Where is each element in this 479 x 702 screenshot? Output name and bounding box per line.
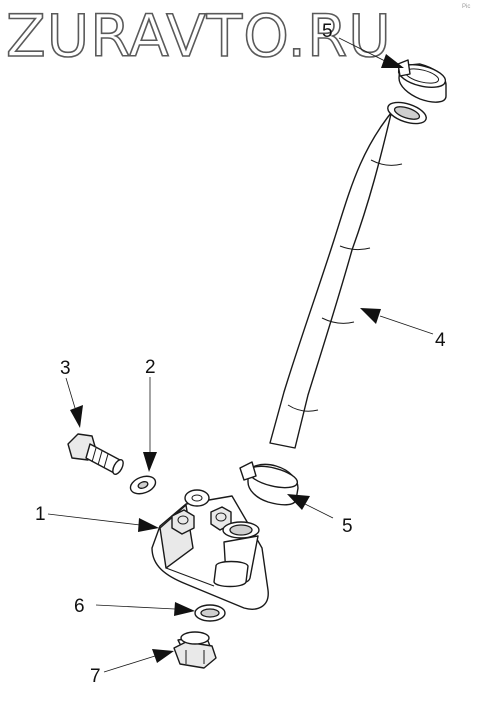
leader-7: [103, 655, 156, 673]
callout-5-top: 5: [322, 21, 333, 42]
corner-mark: Pic: [462, 4, 470, 10]
hose-clamp-lower-part-5: [239, 461, 299, 506]
leader-5-top: [338, 37, 386, 62]
sealing-ring-part-6: [194, 604, 226, 622]
watermark-text: ZURAVTO.RU: [6, 2, 392, 70]
bracket-part-1: [151, 489, 269, 610]
leader-4: [379, 315, 434, 335]
arrowhead-7: [152, 649, 174, 663]
leader-5-lower: [304, 503, 334, 519]
arrowhead-3: [70, 405, 83, 428]
washer-part-2: [129, 475, 157, 495]
leader-lines: [47, 37, 434, 673]
leader-3: [65, 377, 76, 409]
arrowhead-1: [138, 518, 159, 532]
hose-clamp-top-part-5: [397, 59, 447, 103]
callout-7: 7: [90, 666, 101, 687]
callout-6: 6: [74, 596, 85, 617]
callout-numbers: 5 4 5 2 3 1 6 7: [35, 21, 446, 687]
callout-5-lower: 5: [342, 516, 353, 537]
arrowhead-5-top: [381, 54, 404, 68]
arrowhead-5-lower: [287, 494, 310, 510]
arrowhead-6: [174, 602, 195, 616]
callout-4: 4: [435, 330, 446, 351]
hose-part-4: [269, 101, 427, 449]
arrowhead-4: [360, 308, 381, 324]
bolt-part-3: [67, 433, 124, 476]
callout-1: 1: [35, 504, 46, 525]
leader-6: [95, 604, 176, 610]
callout-3: 3: [60, 358, 71, 379]
leader-1: [47, 513, 141, 526]
callout-2: 2: [145, 357, 156, 378]
fitting-part-7: [173, 631, 217, 669]
arrowhead-2: [143, 452, 157, 472]
